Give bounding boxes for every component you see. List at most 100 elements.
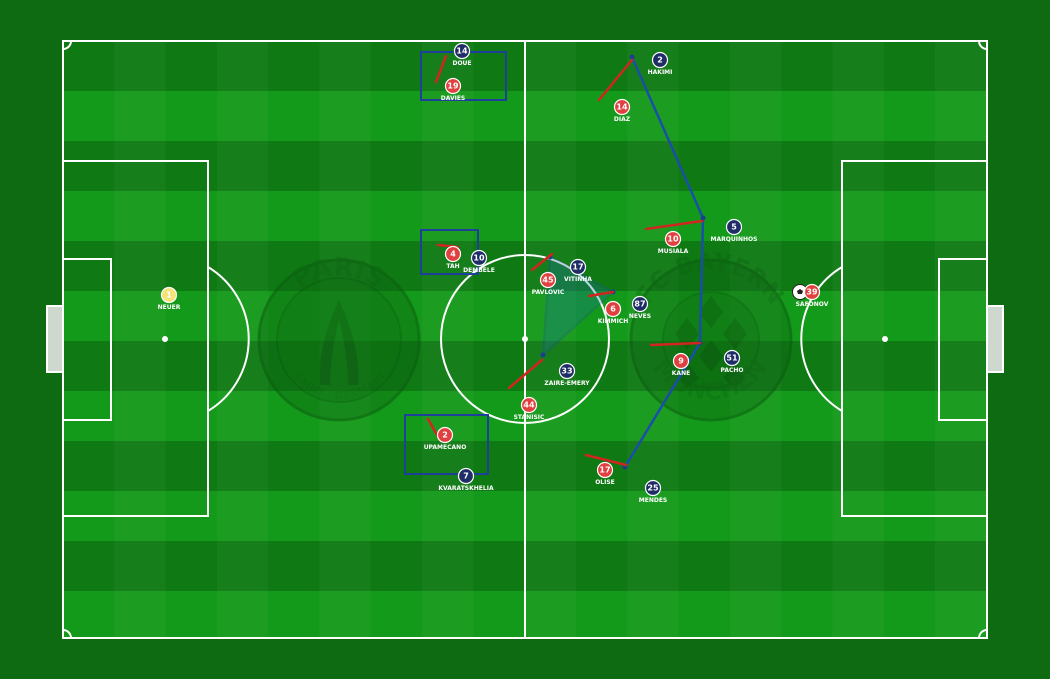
grass-column — [422, 41, 473, 638]
grass-column — [114, 41, 165, 638]
player-marker — [596, 461, 614, 479]
grass-column — [833, 41, 884, 638]
player-marker — [558, 362, 576, 380]
player-number: 51 — [726, 354, 738, 363]
player-number: 17 — [599, 466, 610, 475]
player-number: 87 — [634, 300, 645, 309]
bayern-crest-watermark: FC BAYERN MÜNCHEN — [629, 247, 793, 422]
player-marker — [453, 42, 471, 60]
player-marker — [644, 479, 662, 497]
player-marker — [723, 349, 741, 367]
run-arrow — [649, 341, 702, 347]
player-name: ZAIRE-EMERY — [544, 380, 590, 387]
player-marker — [569, 258, 587, 276]
psg-crest-watermark: PARIS SAINT · GERMAIN — [257, 253, 421, 422]
player-marker — [457, 467, 475, 485]
left-penalty-spot — [162, 336, 168, 342]
run-arrow — [597, 58, 634, 102]
player-name: DEMBELE — [463, 267, 495, 274]
player-number: 14 — [456, 47, 468, 56]
player-number: 5 — [731, 223, 737, 232]
player-marker — [651, 51, 669, 69]
player-number: 1 — [166, 291, 172, 300]
player-marker — [436, 426, 454, 444]
player-number: 44 — [523, 401, 535, 410]
run-arrow — [507, 358, 544, 390]
player-marker — [604, 300, 622, 318]
player-number: 19 — [447, 82, 459, 91]
player-name: NEVES — [629, 313, 651, 320]
run-arrow — [644, 219, 704, 231]
defensive-line-link — [623, 56, 705, 468]
player-name: VITINHA — [564, 276, 592, 283]
player-number: 33 — [561, 367, 572, 376]
tactical-overlays — [404, 51, 706, 475]
centre-circle — [440, 254, 610, 424]
right-penalty-spot — [882, 336, 888, 342]
marking-box — [404, 414, 489, 475]
player-number: 9 — [678, 357, 684, 366]
left-goal — [46, 305, 64, 373]
player-name: MUSIALA — [658, 248, 689, 255]
player-number: 6 — [610, 305, 616, 314]
link-node — [540, 352, 546, 358]
player-name: NEUER — [158, 304, 181, 311]
corner-arc — [62, 40, 72, 50]
player-name: UPAMECANO — [424, 444, 467, 451]
player-name: KANE — [672, 370, 690, 377]
player-number: 2 — [442, 431, 448, 440]
player-marker — [803, 283, 821, 301]
grass-column — [935, 41, 986, 638]
player-marker — [470, 249, 488, 267]
player-number: 39 — [806, 288, 818, 297]
midfield-triangle — [541, 254, 616, 359]
link-node — [629, 54, 635, 60]
player-name: DIAZ — [614, 116, 631, 123]
run-arrow — [434, 54, 448, 84]
player-marker — [444, 77, 462, 95]
player-number: 10 — [667, 235, 679, 244]
player-name: PACHO — [720, 367, 743, 374]
player-name: DAVIES — [441, 95, 466, 102]
player-name: HAKIMI — [648, 69, 673, 76]
player-number: 2 — [657, 56, 663, 65]
player-marker — [444, 245, 462, 263]
player-marker — [672, 352, 690, 370]
corner-arc — [62, 629, 72, 639]
corner-arc — [978, 40, 988, 50]
player-number: 45 — [542, 276, 554, 285]
player-name: PAVLOVIC — [532, 289, 565, 296]
left-penalty-arc — [207, 266, 250, 412]
player-marker — [160, 286, 178, 304]
player-number: 17 — [572, 263, 583, 272]
player-number: 14 — [616, 103, 628, 112]
player-number: 7 — [463, 472, 469, 481]
player-number: 25 — [647, 484, 659, 493]
player-name: STANISIC — [514, 414, 545, 421]
player-name: MARQUINHOS — [711, 236, 758, 243]
run-arrow — [584, 453, 628, 467]
player-name: DOUE — [452, 60, 471, 67]
